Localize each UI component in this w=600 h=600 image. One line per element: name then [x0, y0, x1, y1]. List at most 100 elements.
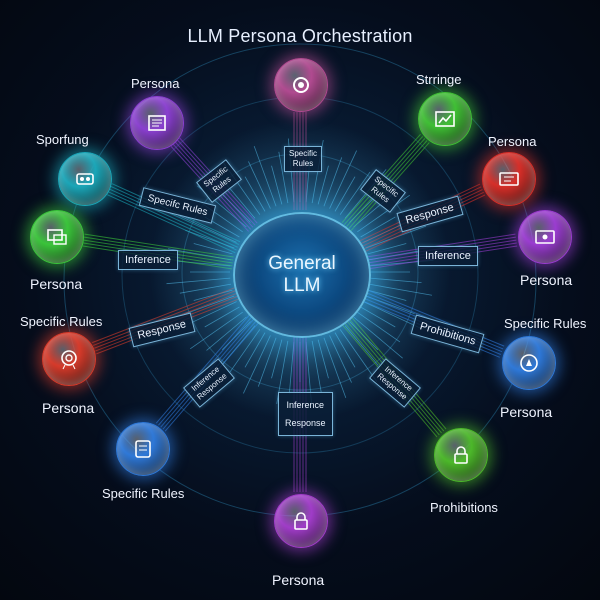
tag-top: Specific Rules — [284, 146, 323, 172]
core-ray — [339, 329, 378, 382]
chip-icon — [76, 173, 94, 185]
diagram-title: LLM Persona Orchestration — [187, 26, 413, 46]
side-label-specific-rules-right: Specific Rules — [504, 316, 587, 331]
node-top-right[interactable] — [418, 92, 472, 146]
core-ray — [323, 157, 343, 207]
core-ray — [204, 306, 240, 328]
node-label-lower-left: Persona — [42, 400, 95, 416]
node-top[interactable] — [274, 58, 328, 112]
core-ray — [271, 339, 283, 379]
core-ray — [363, 301, 422, 329]
core-ray — [353, 316, 403, 359]
node-bottom-left[interactable] — [116, 422, 170, 476]
core-ray — [193, 289, 233, 301]
core-ray — [271, 165, 283, 205]
core-ray — [206, 316, 247, 351]
target-icon — [61, 350, 77, 370]
node-label-bottom: Persona — [272, 572, 325, 588]
chart-icon — [435, 111, 455, 127]
checklist-icon — [135, 440, 151, 458]
tag-bottom-line1: Inference — [286, 400, 325, 410]
link-upper-left — [107, 194, 236, 254]
link-bottom-left — [155, 313, 251, 424]
node-label-bottom-right: Prohibitions — [430, 500, 498, 515]
core-ray — [339, 171, 371, 215]
core-ray — [244, 176, 266, 212]
core-ray — [360, 216, 396, 238]
node-label-bottom-left: Specific Rules — [102, 486, 185, 501]
core-ray — [329, 335, 352, 383]
node-bottom-right[interactable] — [434, 428, 488, 482]
tag-left: Inference — [118, 250, 178, 270]
core-ray — [357, 194, 410, 233]
link-upper-left — [108, 191, 237, 251]
node-lower-right[interactable] — [502, 336, 556, 390]
general-llm-core[interactable]: General LLM — [233, 212, 371, 338]
core-ray — [317, 165, 329, 205]
side-label-specific-rules-left: Specific Rules — [20, 314, 103, 329]
core-ray — [311, 340, 322, 393]
document-icon — [148, 115, 166, 131]
node-label-upper-right: Persona — [488, 134, 537, 149]
core-ray — [243, 335, 271, 394]
link-upper-left — [109, 188, 238, 248]
node-top-left[interactable] — [130, 96, 184, 150]
node-label-top-right: Strringe — [416, 72, 462, 87]
tag-top-line2: Rules — [292, 159, 314, 168]
compass-icon — [520, 354, 538, 372]
node-right[interactable] — [518, 210, 572, 264]
chat-icon — [47, 229, 67, 245]
core-ray — [193, 243, 233, 255]
core-ray — [357, 311, 401, 343]
screen-icon — [535, 230, 555, 244]
node-upper-left[interactable] — [58, 152, 112, 206]
tag-bottom-line2: Response — [285, 418, 326, 428]
core-ray — [248, 161, 271, 209]
node-label-top-left: Persona — [131, 76, 180, 91]
node-label-left: Persona — [30, 276, 83, 292]
link-upper-left — [110, 185, 240, 245]
link-lower-left — [91, 287, 235, 344]
core-ray — [368, 283, 433, 296]
screen-icon — [499, 172, 519, 186]
node-upper-right[interactable] — [482, 152, 536, 206]
link-right — [366, 233, 516, 258]
gear-icon — [293, 77, 309, 93]
core-ray — [369, 277, 422, 284]
node-left[interactable] — [30, 210, 84, 264]
core-ray — [257, 337, 277, 387]
core-ray — [367, 243, 407, 255]
tag-bottom: Inference Response — [278, 392, 333, 436]
core-ray — [360, 306, 396, 328]
core-ray — [178, 215, 237, 243]
core-ray — [344, 325, 379, 366]
link-left — [84, 233, 234, 258]
core-label-line1: General — [268, 253, 336, 274]
core-ray — [334, 332, 356, 368]
lock-icon — [294, 512, 308, 530]
node-label-right: Persona — [520, 272, 573, 288]
tag-top-line1: Specific — [289, 149, 318, 158]
core-label-line2: LLM — [283, 275, 321, 296]
tag-right: Inference — [418, 246, 478, 266]
core-ray — [278, 151, 289, 204]
node-label-lower-right: Persona — [500, 404, 553, 420]
core-ray — [190, 311, 243, 350]
core-ray — [334, 176, 356, 212]
core-ray — [288, 341, 295, 394]
core-ray — [229, 329, 261, 373]
core-ray — [179, 283, 232, 294]
core-ray — [329, 150, 357, 209]
core-ray — [317, 339, 329, 379]
link-left — [84, 236, 234, 261]
core-ray — [189, 301, 237, 324]
core-ray — [367, 289, 407, 301]
core-ray — [323, 337, 347, 399]
node-lower-left[interactable] — [42, 332, 96, 386]
node-label-upper-left: Sporfung — [36, 132, 89, 147]
core-ray — [166, 277, 231, 285]
core-ray — [244, 332, 266, 368]
node-bottom[interactable] — [274, 494, 328, 548]
core-ray — [253, 145, 277, 207]
